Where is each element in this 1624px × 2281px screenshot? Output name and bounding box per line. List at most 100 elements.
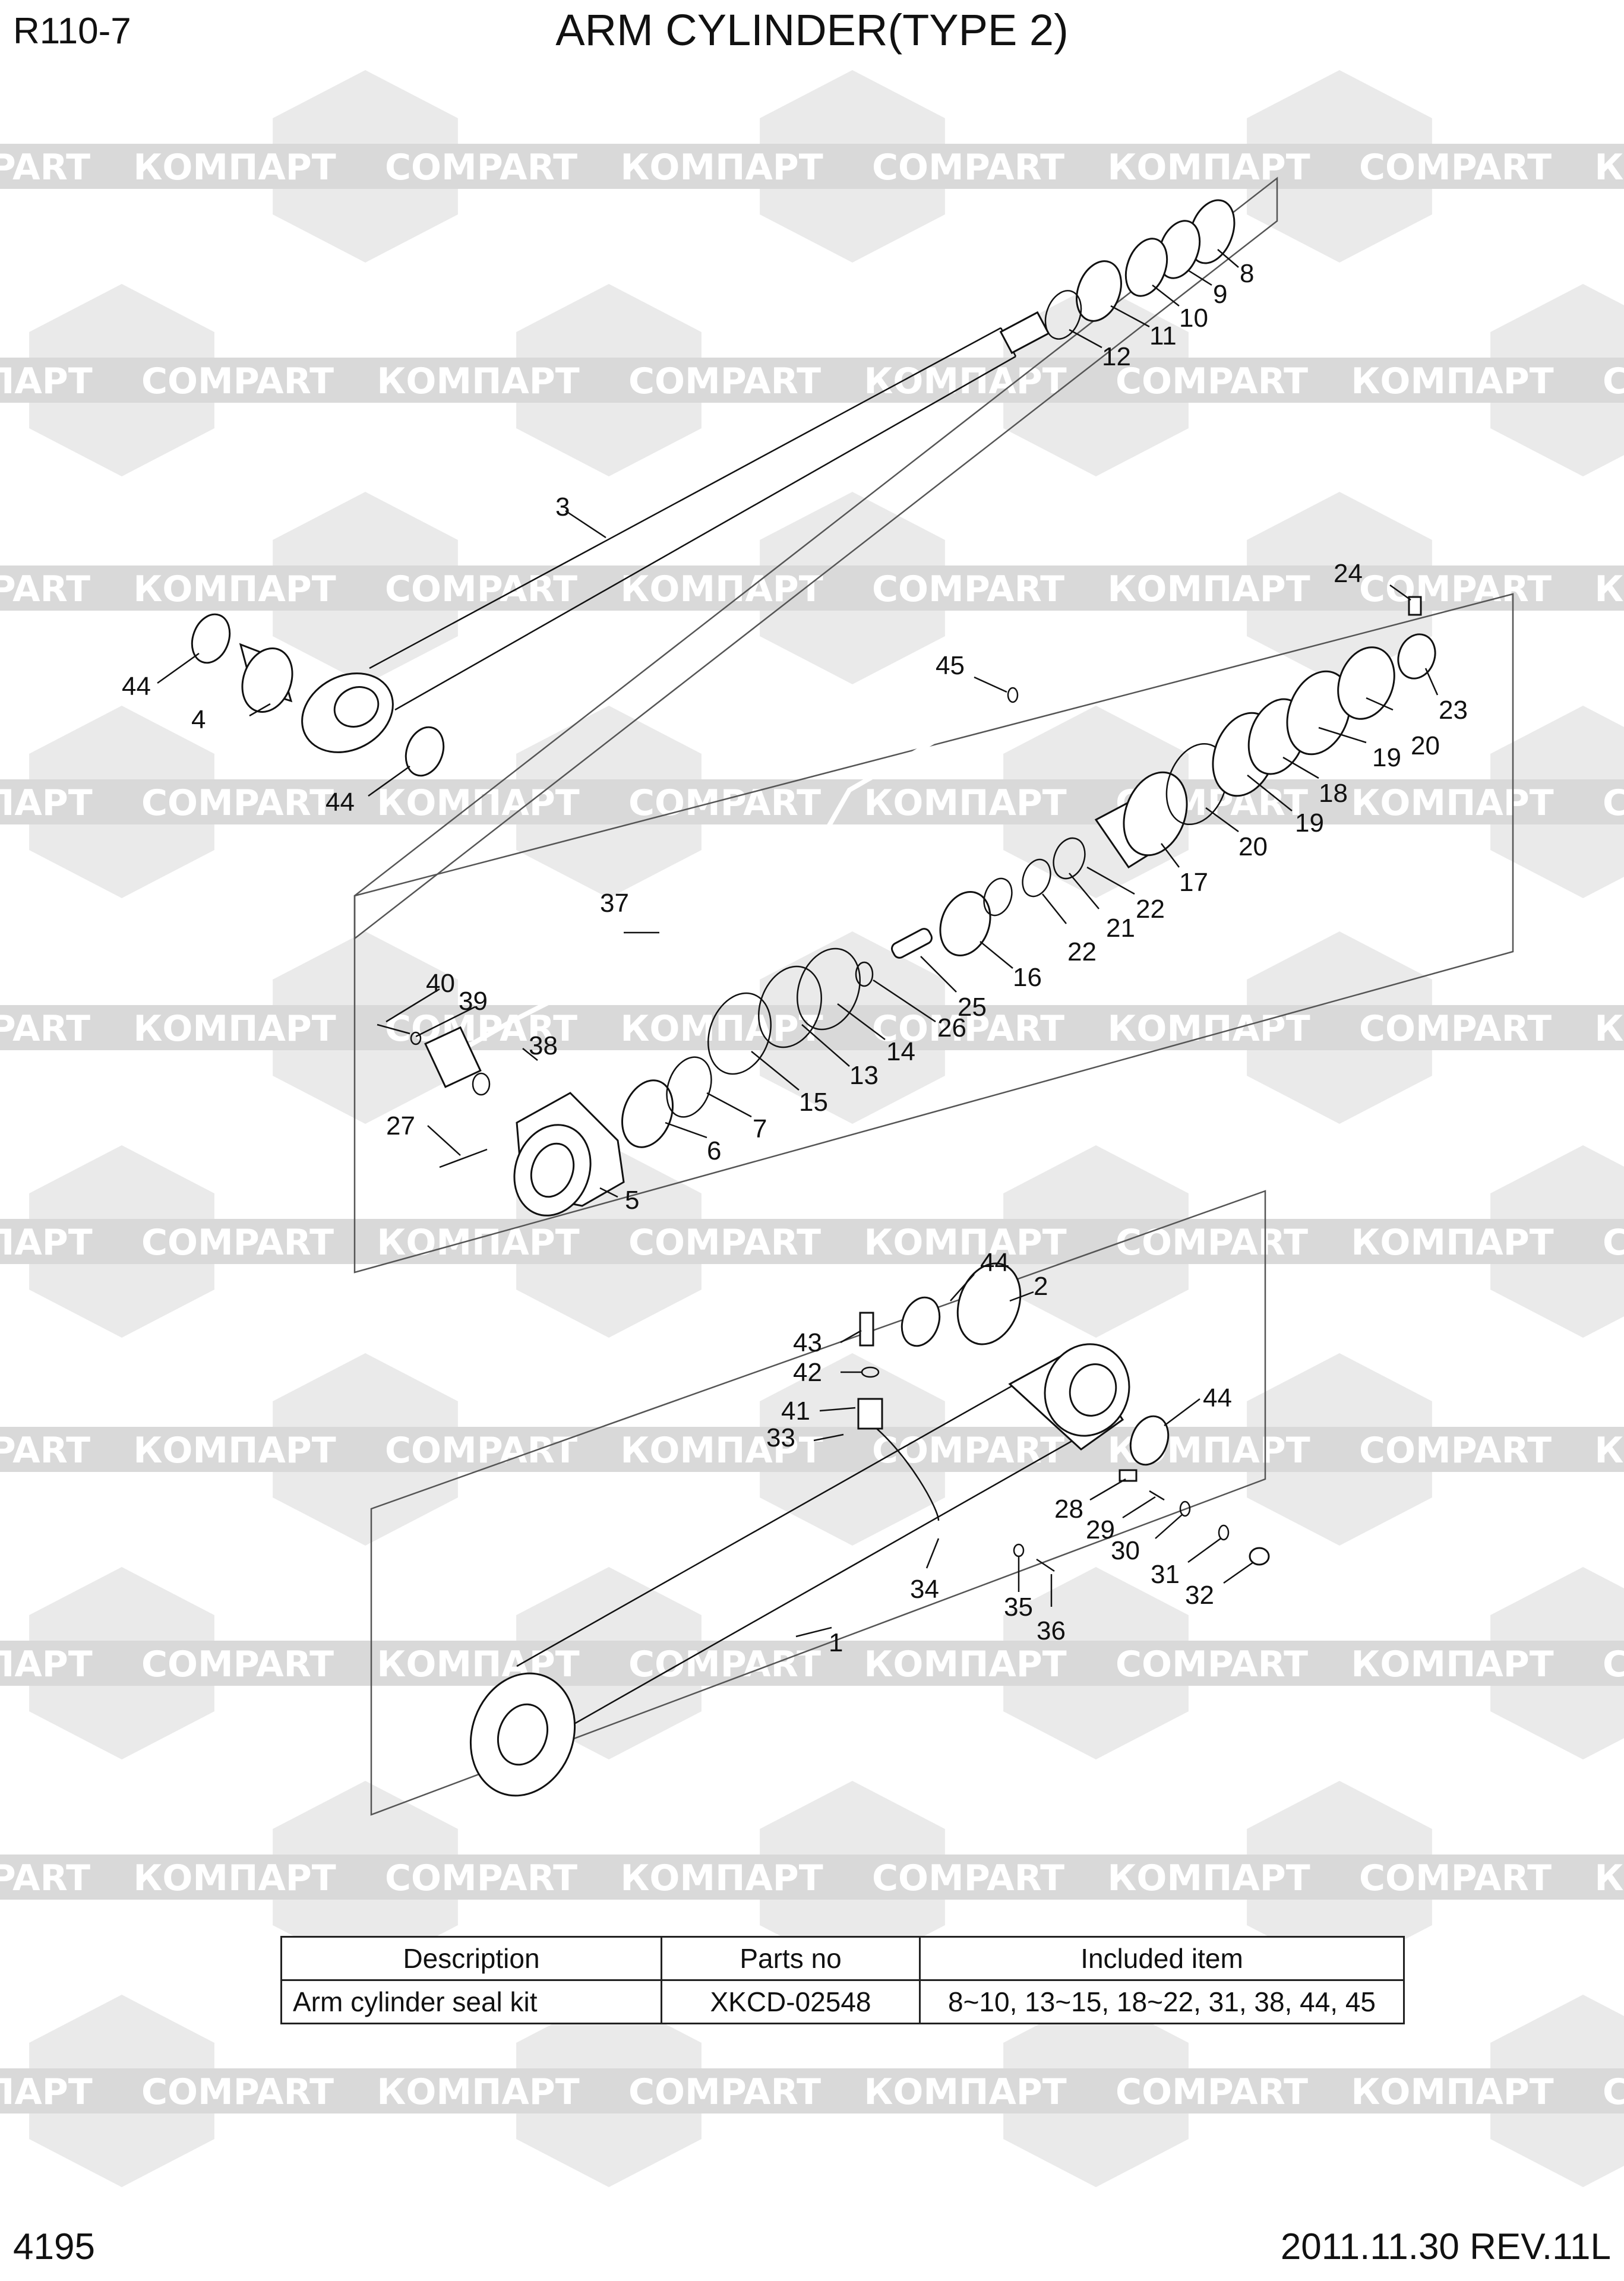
callout-41: 41 (781, 1397, 810, 1426)
svg-text:КОМПАРТ: КОМПАРТ (1107, 1008, 1310, 1050)
watermark-logo: КОМПАРТ COMPART (1093, 931, 1586, 1124)
svg-text:КОМПАРТ: КОМПАРТ (864, 1644, 1066, 1685)
svg-text:COMPART: COMPART (1359, 568, 1552, 610)
callout-30: 30 (1111, 1536, 1140, 1565)
rod-seal-rings (1044, 199, 1236, 340)
piston-head-assembly-frame (353, 593, 1514, 1274)
svg-text:COMPART: COMPART (0, 568, 90, 610)
svg-text:COMPART: COMPART (1116, 361, 1308, 402)
svg-text:КОМПАРТ: КОМПАРТ (0, 361, 93, 402)
svg-text:COMPART: COMPART (1603, 2071, 1624, 2113)
revision-date: 2011.11.30 REV.11L (1280, 2226, 1611, 2267)
assembly-frames (353, 176, 1514, 1816)
svg-text:КОМПАРТ: КОМПАРТ (864, 2071, 1066, 2113)
callout-45: 45 (936, 651, 965, 680)
svg-text:КОМПАРТ: КОМПАРТ (133, 1008, 336, 1050)
callout-22a: 22 (1136, 895, 1165, 924)
callout-29: 29 (1086, 1515, 1115, 1544)
svg-text:КОМПАРТ: КОМПАРТ (620, 1430, 823, 1471)
callout-5: 5 (625, 1186, 639, 1215)
svg-text:COMPART: COMPART (1603, 1644, 1624, 1685)
svg-text:КОМПАРТ: КОМПАРТ (620, 1857, 823, 1899)
callout-34: 34 (910, 1575, 939, 1604)
svg-text:COMPART: COMPART (385, 568, 577, 610)
table-header-row: Description Parts no Included item (280, 1936, 1405, 1981)
callout-19a: 19 (1295, 808, 1324, 838)
svg-text:COMPART: COMPART (1359, 1008, 1552, 1050)
callout-17: 17 (1179, 868, 1208, 897)
callout-4: 4 (191, 705, 206, 734)
svg-text:COMPART: COMPART (0, 1430, 90, 1471)
svg-text:COMPART: COMPART (0, 147, 90, 188)
callout-11: 11 (1149, 321, 1177, 350)
svg-text:COMPART: COMPART (1359, 1857, 1552, 1899)
callout-26: 26 (937, 1013, 966, 1042)
watermark-logo: КОМПАРТ COMPART (606, 1781, 1099, 1973)
svg-text:КОМПАРТ: КОМПАРТ (620, 147, 823, 188)
callout-33: 33 (766, 1423, 795, 1452)
callout-12: 12 (1102, 342, 1131, 371)
callout-44a: 44 (122, 672, 151, 701)
callout-7: 7 (753, 1114, 767, 1143)
svg-text:COMPART: COMPART (628, 1222, 821, 1263)
svg-text:КОМПАРТ: КОМПАРТ (1107, 568, 1310, 610)
callout-14: 14 (886, 1037, 915, 1066)
svg-text:КОМПАРТ: КОМПАРТ (1594, 1857, 1624, 1899)
model-name: R110-7 (13, 11, 131, 52)
svg-text:COMPART: COMPART (872, 1857, 1064, 1899)
callout-24: 24 (1334, 559, 1363, 588)
svg-text:КОМПАРТ: КОМПАРТ (133, 1430, 336, 1471)
svg-text:КОМПАРТ: КОМПАРТ (1351, 782, 1553, 824)
svg-text:КОМПАРТ: КОМПАРТ (0, 1644, 93, 1685)
seal-kit-table: Description Parts no Included item Arm c… (280, 1936, 1405, 2024)
svg-text:COMPART: COMPART (0, 1857, 90, 1899)
svg-text:COMPART: COMPART (628, 2071, 821, 2113)
callout-38: 38 (529, 1031, 558, 1060)
svg-text:КОМПАРТ: КОМПАРТ (0, 1222, 93, 1263)
svg-text:КОМПАРТ: КОМПАРТ (864, 1222, 1066, 1263)
piston (1094, 596, 1436, 869)
callout-labels: 1 2 3 4 5 6 7 8 9 10 11 12 13 14 15 16 1… (122, 259, 1468, 1657)
pipe-flange-block (424, 1026, 482, 1088)
svg-text:КОМПАРТ: КОМПАРТ (1594, 1008, 1624, 1050)
svg-text:COMPART: COMPART (385, 1008, 577, 1050)
callout-16: 16 (1013, 963, 1042, 992)
svg-text:COMPART: COMPART (628, 1644, 821, 1685)
column-header-description: Description (280, 1936, 662, 1981)
svg-text:COMPART: COMPART (141, 361, 334, 402)
cylinder-tube (469, 1262, 1270, 1797)
callout-9: 9 (1213, 280, 1227, 309)
svg-text:COMPART: COMPART (141, 1222, 334, 1263)
callout-3: 3 (555, 492, 570, 522)
page-title: ARM CYLINDER(TYPE 2) (555, 5, 1069, 55)
callout-44b: 44 (326, 788, 355, 817)
callout-44c: 44 (980, 1248, 1009, 1277)
svg-text:COMPART: COMPART (628, 361, 821, 402)
callout-1: 1 (829, 1628, 843, 1657)
svg-text:COMPART: COMPART (385, 1857, 577, 1899)
